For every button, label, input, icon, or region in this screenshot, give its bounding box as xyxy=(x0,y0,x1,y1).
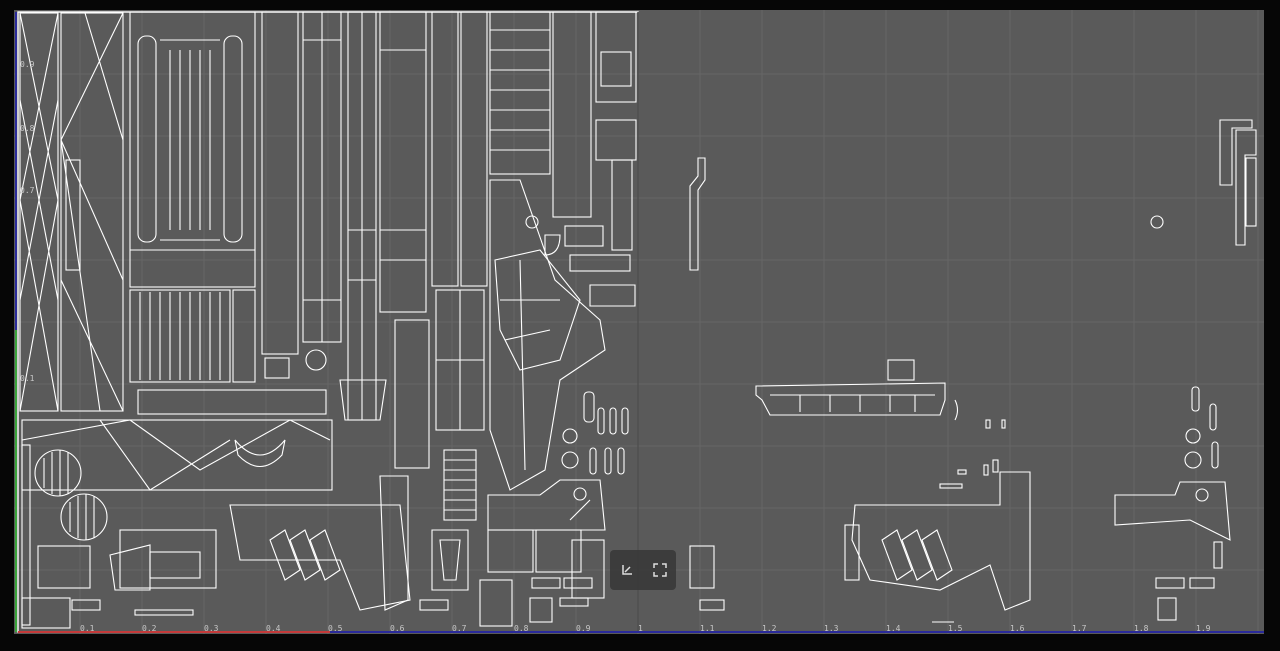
u-tick-label: 0.9 xyxy=(576,624,591,633)
u-tick-label: 0.8 xyxy=(514,624,529,633)
v-tick-label: 0.9 xyxy=(20,60,35,69)
u-tick-label: 0.5 xyxy=(328,624,343,633)
u-tick-label: 1 xyxy=(638,624,643,633)
u-tick-label: 1.7 xyxy=(1072,624,1087,633)
u-tick-label: 0.6 xyxy=(390,624,405,633)
u-tick-label: 0.4 xyxy=(266,624,281,633)
pin-button[interactable] xyxy=(616,559,638,581)
u-tick-label: 0.7 xyxy=(452,624,467,633)
u-tick-label: 1.6 xyxy=(1010,624,1025,633)
u-tick-label: 1.1 xyxy=(700,624,715,633)
u-tick-label: 0.2 xyxy=(142,624,157,633)
u-tick-label: 0.3 xyxy=(204,624,219,633)
frame-selection-icon xyxy=(652,563,667,577)
u-tick-label: 1.9 xyxy=(1196,624,1211,633)
uv-islands-tile-1 xyxy=(689,119,1257,623)
v-tick-label: 0.7 xyxy=(20,186,35,195)
view-controls-overlay xyxy=(610,550,676,590)
u-tick-label: 1.4 xyxy=(886,624,901,633)
v-tick-label: 0.1 xyxy=(20,374,35,383)
pin-icon xyxy=(621,565,632,575)
frame-selection-button[interactable] xyxy=(649,559,671,581)
u-tick-label: 1.2 xyxy=(762,624,777,633)
u-tick-label: 0.1 xyxy=(80,624,95,633)
u-tick-label: 1.8 xyxy=(1134,624,1149,633)
u-tick-label: 1.5 xyxy=(948,624,963,633)
v-tick-label: 0.8 xyxy=(20,124,35,133)
u-tick-label: 1.3 xyxy=(824,624,839,633)
uv-islands-tile-0 xyxy=(19,11,637,629)
